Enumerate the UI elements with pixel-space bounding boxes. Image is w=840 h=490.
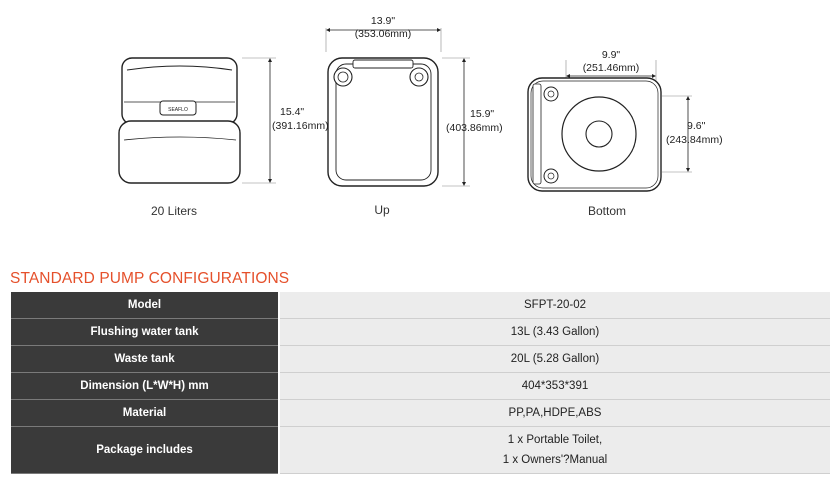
top-view-drawing: 13.9" (353.06mm) 15.9" (403.86mm)	[325, 15, 503, 187]
bottom-width-mm: (251.46mm)	[583, 62, 640, 74]
brand-mark: SEAFLO	[168, 107, 188, 113]
bottom-height-mm: (243.84mm)	[666, 134, 723, 146]
spec-row-package: Package includes 1 x Portable Toilet, 1 …	[11, 426, 830, 474]
spec-value: 1 x Portable Toilet, 1 x Owners'?Manual	[279, 426, 830, 474]
spec-row-flushing-tank: Flushing water tank 13L (3.43 Gallon)	[11, 318, 830, 346]
spec-row-model: Model SFPT-20-02	[11, 292, 830, 319]
up-depth-mm: (403.86mm)	[446, 122, 503, 134]
spec-row-dimension: Dimension (L*W*H) mm 404*353*391	[11, 372, 830, 400]
spec-label: Dimension (L*W*H) mm	[11, 372, 280, 400]
bottom-view-caption: Bottom	[587, 204, 626, 218]
spec-table: Model SFPT-20-02 Flushing water tank 13L…	[11, 292, 830, 474]
spec-row-waste-tank: Waste tank 20L (5.28 Gallon)	[11, 345, 830, 373]
spec-label: Material	[11, 399, 280, 427]
spec-value: 404*353*391	[279, 372, 830, 400]
spec-value: SFPT-20-02	[279, 292, 830, 319]
up-depth-inches: 15.9"	[470, 108, 494, 120]
spec-value-line: 1 x Owners'?Manual	[502, 454, 608, 466]
spec-value-line: 1 x Portable Toilet,	[507, 434, 603, 446]
spec-label: Flushing water tank	[11, 318, 280, 346]
spec-row-material: Material PP,PA,HDPE,ABS	[11, 399, 830, 427]
side-view-drawing: SEAFLO 15.4" (391.16mm)	[118, 57, 329, 184]
spec-value: 20L (5.28 Gallon)	[279, 345, 830, 373]
side-height-inches: 15.4"	[280, 106, 304, 118]
spec-label: Waste tank	[11, 345, 280, 373]
bottom-view-drawing: 9.9" (251.46mm) 9.6" (243.84mm)	[527, 49, 723, 192]
spec-label: Model	[11, 292, 280, 319]
up-width-mm: (353.06mm)	[355, 28, 412, 40]
side-height-mm: (391.16mm)	[272, 120, 329, 132]
bottom-height-inches: 9.6"	[687, 120, 706, 132]
up-width-inches: 13.9"	[371, 15, 395, 27]
spec-label: Package includes	[11, 426, 280, 474]
side-view-caption: 20 Liters	[150, 204, 198, 218]
product-dimension-drawings: SEAFLO 15.4" (391.16mm) 13.9" (353.06mm)…	[118, 15, 723, 192]
spec-value: 13L (3.43 Gallon)	[279, 318, 830, 346]
bottom-width-inches: 9.9"	[602, 49, 621, 61]
spec-value: PP,PA,HDPE,ABS	[279, 399, 830, 427]
section-title: STANDARD PUMP CONFIGURATIONS	[10, 270, 290, 287]
up-view-caption: Up	[374, 203, 390, 217]
